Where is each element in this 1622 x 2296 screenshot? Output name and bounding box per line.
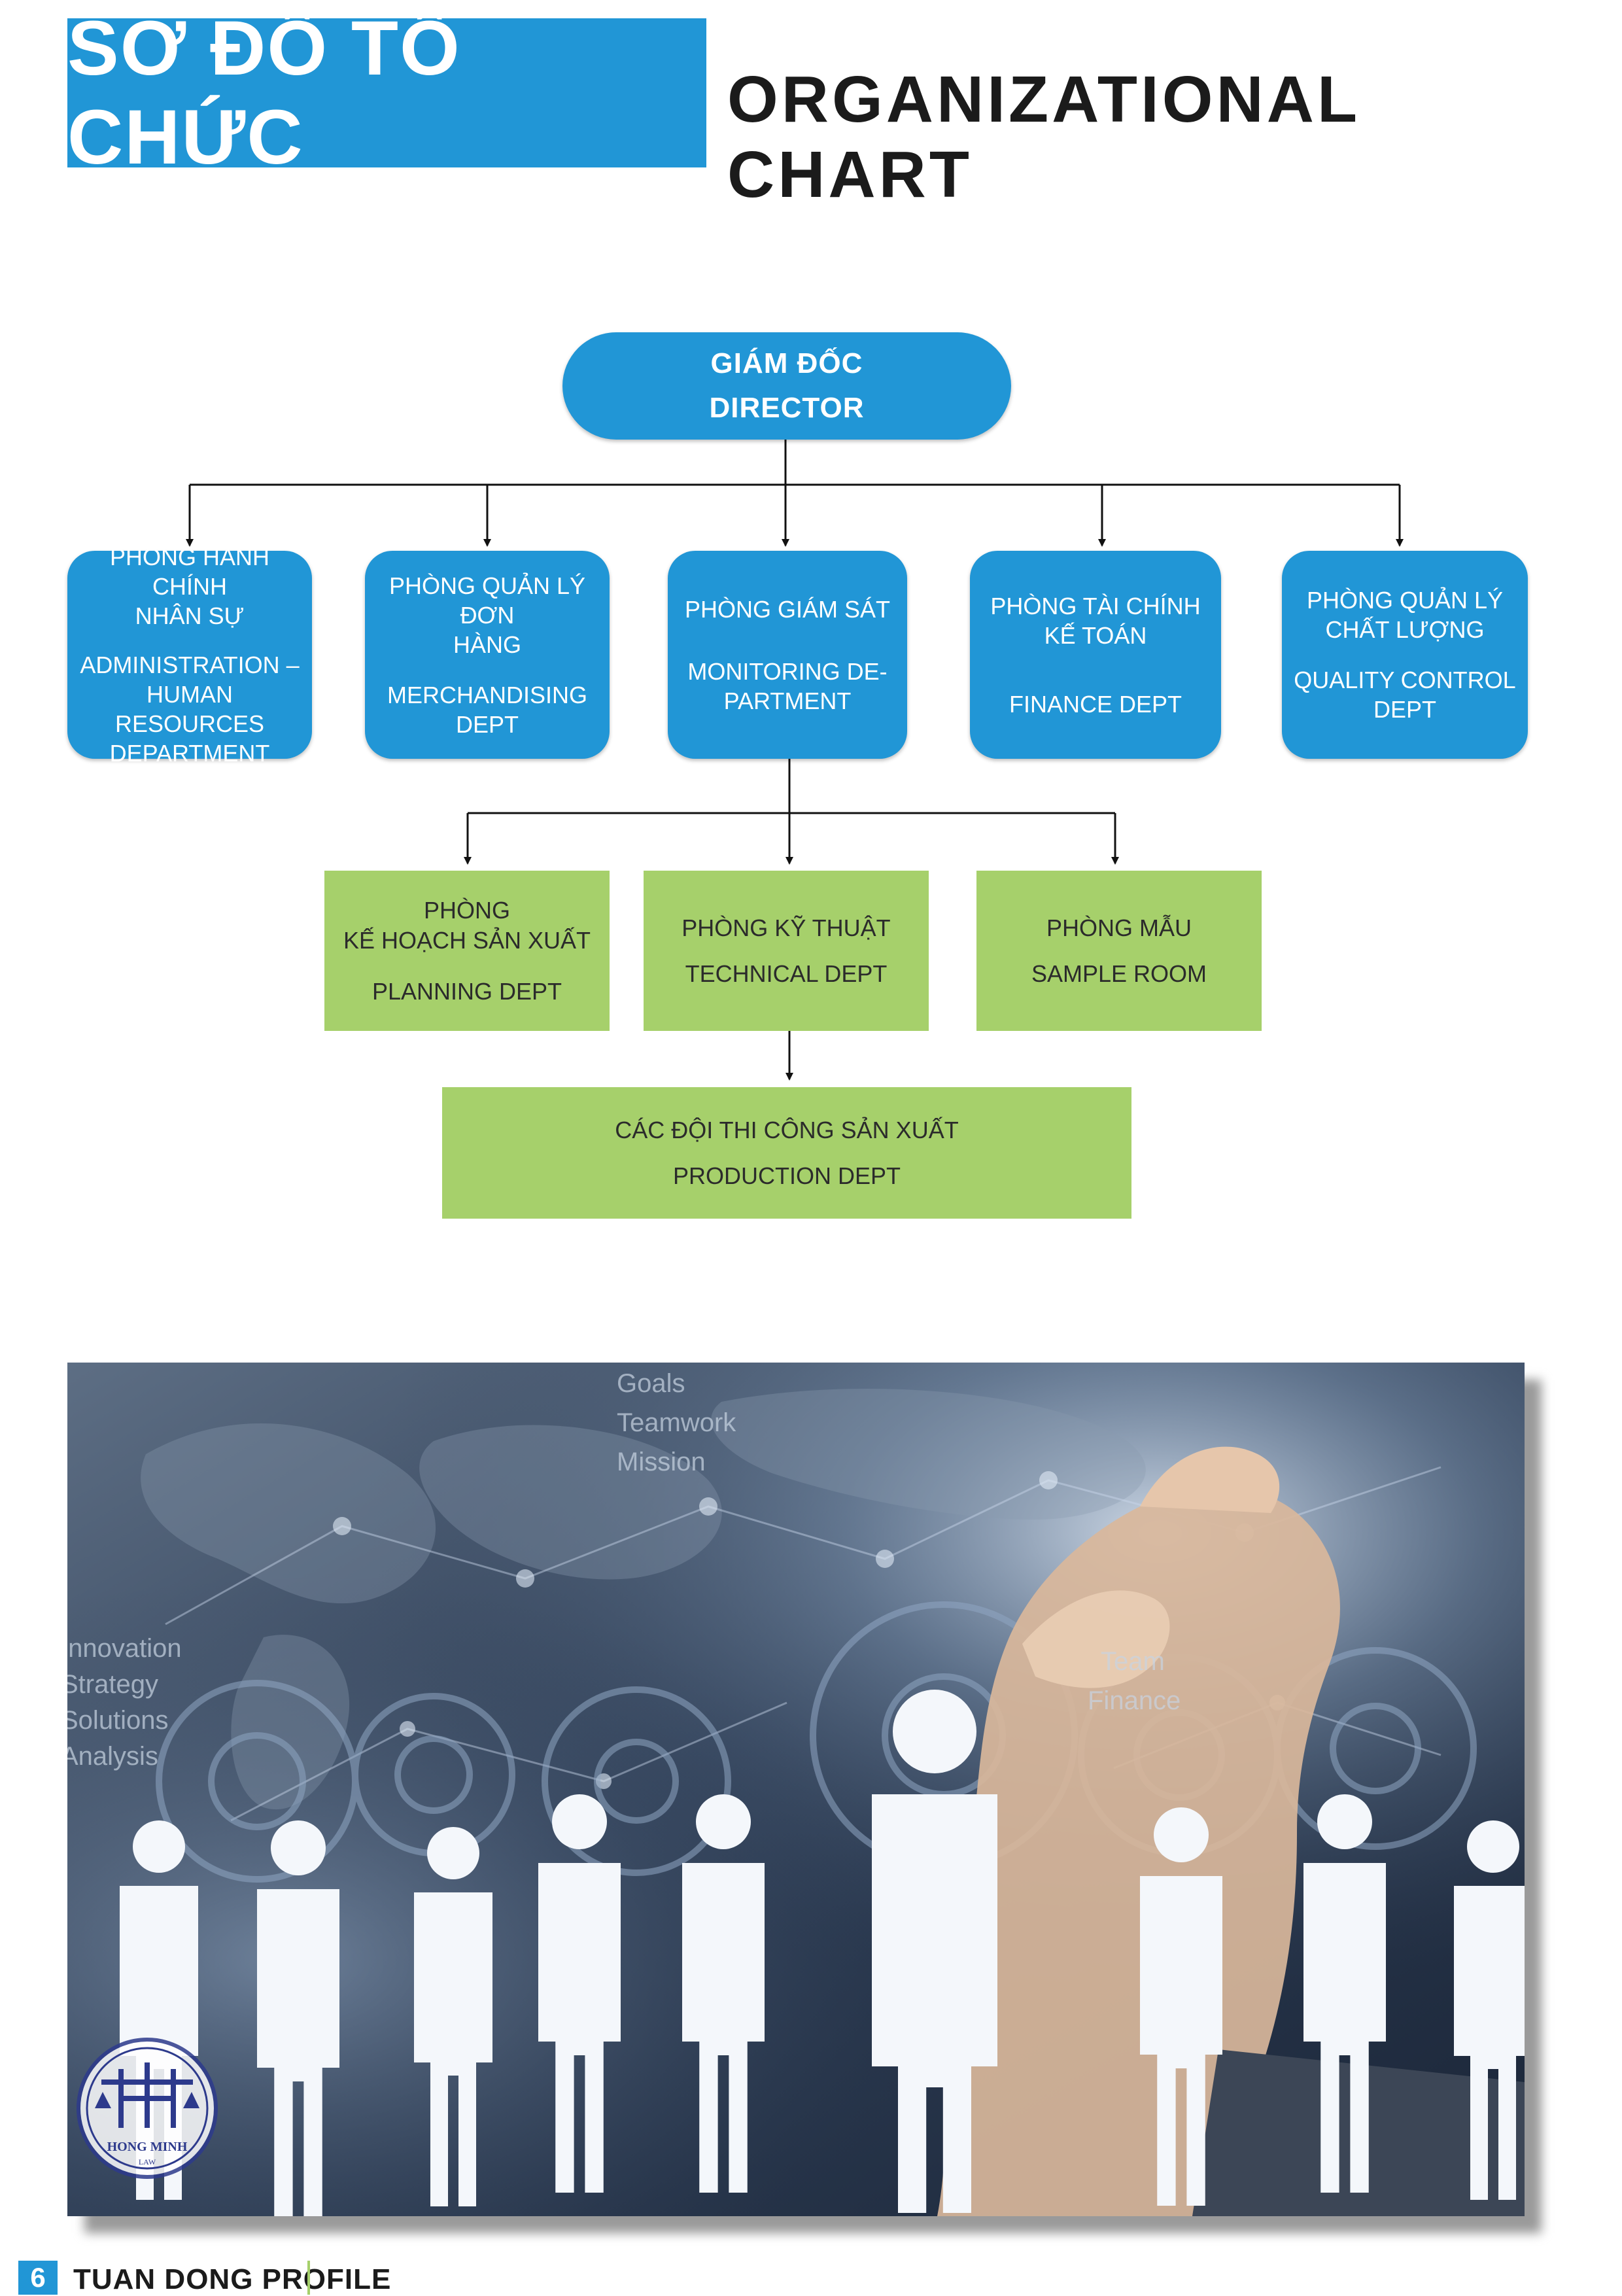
photo-canvas: Goals Teamwork Mission Innovation Strate… xyxy=(67,1363,1525,2216)
production-node: CÁC ĐỘI THI CÔNG SẢN XUẤT PRODUCTION DEP… xyxy=(442,1087,1131,1219)
production-label-en: PRODUCTION DEPT xyxy=(672,1162,901,1189)
photo-word-team: Team xyxy=(1101,1647,1165,1676)
dept-label-en: MERCHANDISING DEPT xyxy=(387,681,588,738)
dept-label-en: MONITORING DE- PARTMENT xyxy=(687,657,888,714)
photo-word-goals: Goals xyxy=(617,1369,685,1398)
logo-subtext: LAW xyxy=(139,2157,156,2166)
dept-label-vi: PHÒNG QUẢN LÝ CHẤT LƯỢNG xyxy=(1306,587,1504,643)
hong-minh-logo: HONG MINH LAW xyxy=(77,2038,218,2179)
photo-word-analysis: Analysis xyxy=(67,1742,158,1771)
dept-node-monitoring: PHÒNG GIÁM SÁT MONITORING DE- PARTMENT xyxy=(668,551,907,759)
title-english: ORGANIZATIONAL CHART xyxy=(727,63,1360,211)
subdept-label-vi: PHÒNG KẾ HOẠCH SẢN XUẤT xyxy=(343,896,591,954)
footer-label: TUAN DONG PROFILE xyxy=(73,2263,392,2295)
page-number: 6 xyxy=(18,2261,58,2295)
dept-label-en: FINANCE DEPT xyxy=(1009,690,1182,718)
photo-word-mission: Mission xyxy=(617,1448,706,1476)
dept-label-vi: PHÒNG QUẢN LÝ ĐƠN HÀNG xyxy=(388,572,586,658)
photo-word-strategy: Strategy xyxy=(67,1670,158,1699)
photo-word-teamwork: Teamwork xyxy=(617,1408,736,1437)
subdept-label-vi: PHÒNG MẪU xyxy=(1046,914,1192,941)
business-network-photo: Goals Teamwork Mission Innovation Strate… xyxy=(67,1363,1542,2233)
logo-text: HONG MINH xyxy=(107,2140,188,2154)
subdept-label-en: TECHNICAL DEPT xyxy=(685,960,888,987)
photo-word-finance: Finance xyxy=(1088,1686,1181,1715)
dept-label-vi: PHÒNG TÀI CHÍNH KẾ TOÁN xyxy=(990,592,1201,649)
dept-label-en: ADMINISTRATION – HUMAN RESOURCES DEPARTM… xyxy=(80,651,300,767)
subdept-node-technical: PHÒNG KỸ THUẬT TECHNICAL DEPT xyxy=(644,871,929,1031)
dept-node-administration: PHÒNG HÀNH CHÍNH NHÂN SỰ ADMINISTRATION … xyxy=(67,544,312,767)
director-label-en: DIRECTOR xyxy=(709,392,865,424)
dept-node-merchandising: PHÒNG QUẢN LÝ ĐƠN HÀNG MERCHANDISING DEP… xyxy=(365,551,610,759)
footer-divider xyxy=(307,2261,310,2295)
org-chart-connectors xyxy=(186,440,1404,1081)
dept-label-vi: PHÒNG GIÁM SÁT xyxy=(684,595,891,623)
dept-label-en: QUALITY CONTROL DEPT xyxy=(1294,667,1516,723)
title-banner: SƠ ĐỒ TỔ CHỨC xyxy=(67,5,706,181)
dept-node-quality-control: PHÒNG QUẢN LÝ CHẤT LƯỢNG QUALITY CONTROL… xyxy=(1282,551,1528,759)
photo-word-solutions: Solutions xyxy=(67,1706,169,1735)
dept-label-vi: PHÒNG HÀNH CHÍNH NHÂN SỰ xyxy=(109,543,270,629)
production-label-vi: CÁC ĐỘI THI CÔNG SẢN XUẤT xyxy=(615,1116,959,1143)
subdept-node-sample-room: PHÒNG MẪU SAMPLE ROOM xyxy=(976,871,1262,1031)
subdept-label-en: SAMPLE ROOM xyxy=(1031,960,1207,987)
subdept-label-vi: PHÒNG KỸ THUẬT xyxy=(682,914,891,941)
dept-node-finance: PHÒNG TÀI CHÍNH KẾ TOÁN FINANCE DEPT xyxy=(970,551,1221,759)
subdept-label-en: PLANNING DEPT xyxy=(371,977,562,1005)
director-node: GIÁM ĐỐC DIRECTOR xyxy=(562,332,1011,440)
photo-word-innovation: Innovation xyxy=(67,1634,182,1663)
title-vietnamese: SƠ ĐỒ TỔ CHỨC xyxy=(67,5,461,181)
director-label-vi: GIÁM ĐỐC xyxy=(710,347,863,379)
subdept-node-planning: PHÒNG KẾ HOẠCH SẢN XUẤT PLANNING DEPT xyxy=(324,871,610,1031)
